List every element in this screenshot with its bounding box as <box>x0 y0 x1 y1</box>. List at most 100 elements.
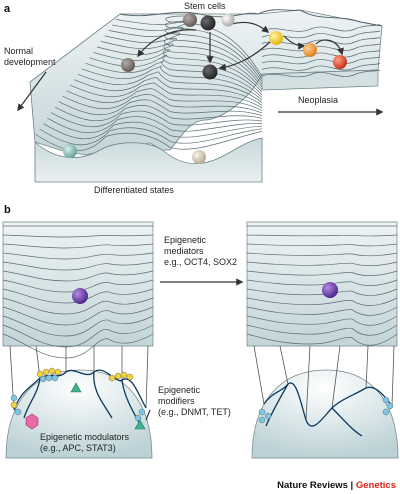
modulator-hexagon <box>25 413 39 430</box>
differentiation-arrows <box>137 21 344 71</box>
journal-credit: Nature Reviews | Genetics <box>277 480 396 491</box>
mediators-label-1: Epigenetic <box>164 235 207 245</box>
landscape-left-surface <box>2 221 154 347</box>
contour-line <box>2 252 154 260</box>
mediators-label-3: e.g., OCT4, SOX2 <box>164 257 237 267</box>
neoplasia-label: Neoplasia <box>298 95 338 105</box>
mark-blue <box>264 412 272 420</box>
modifier-pointer <box>145 409 151 421</box>
mark-yellow <box>54 368 62 376</box>
contour-line <box>261 43 381 52</box>
normal-development-label-2: development <box>4 57 56 67</box>
guy-wire <box>253 345 265 405</box>
contour-line <box>2 279 154 293</box>
contour-line <box>2 333 154 359</box>
mark-blue <box>14 408 22 416</box>
contour-line <box>2 270 154 282</box>
mediators-label-2: mediators <box>164 246 204 256</box>
contour-line <box>246 306 398 316</box>
credit-separator: | <box>348 480 356 491</box>
guy-wire <box>331 345 341 409</box>
contour-line <box>261 69 381 78</box>
mark-blue <box>134 414 142 422</box>
contour-line <box>47 116 263 134</box>
contour-line <box>70 82 263 109</box>
mark-blue <box>45 374 53 382</box>
contour-line <box>2 306 154 326</box>
arrow-to-yellow-cell <box>231 21 270 33</box>
modifier-triangle-1 <box>70 382 82 393</box>
chromatin-thread-left <box>13 369 147 425</box>
mark-blue <box>258 416 266 424</box>
contour-line <box>2 297 154 315</box>
mark-yellow <box>10 401 18 409</box>
neoplastic-cell-orange <box>303 43 317 57</box>
mark-blue <box>138 408 146 416</box>
contour-line <box>246 279 398 286</box>
cell-balls <box>63 13 347 164</box>
landscape-left-contours <box>2 225 154 359</box>
panel-a-label: a <box>4 3 11 15</box>
dome-left-shape <box>5 369 153 459</box>
contour-line <box>246 243 398 247</box>
contour-line <box>261 30 381 39</box>
stem-cells-label: Stem cells <box>184 1 226 11</box>
mark-yellow <box>114 372 122 380</box>
guy-wire <box>305 345 311 421</box>
contour-line <box>2 315 154 337</box>
stem-cell-grey <box>183 13 197 27</box>
chromatin-dome-left <box>5 345 153 459</box>
guy-wire <box>391 345 395 407</box>
contour-line <box>100 37 263 88</box>
contour-line <box>112 21 263 80</box>
contour-line <box>2 324 154 348</box>
contour-line <box>62 93 263 114</box>
contour-line <box>246 297 398 306</box>
dome-right-shape <box>251 369 399 459</box>
contour-line <box>261 24 381 32</box>
chromatin-thread-right <box>263 382 393 437</box>
mark-blue <box>39 375 47 383</box>
landscape-front-face <box>34 137 263 183</box>
modifiers-label-2: modifiers <box>158 396 195 406</box>
mark-blue <box>51 374 59 382</box>
normal-development-arrow <box>17 71 47 112</box>
arrow-return-black <box>218 41 271 71</box>
landscape-right <box>246 221 398 347</box>
arrow-to-red-cell <box>315 39 344 56</box>
contour-line <box>58 99 263 117</box>
mark-blue <box>258 408 266 416</box>
contour-line <box>2 288 154 304</box>
landscape-left <box>2 221 154 359</box>
landscape-ridge <box>119 9 383 27</box>
contour-line <box>85 60 263 98</box>
mark-yellow <box>42 368 50 376</box>
committed-cell-dark <box>202 64 218 80</box>
landscape-right-surface <box>246 221 398 347</box>
contour-line <box>246 252 398 257</box>
modifiers-label-1: Epigenetic <box>158 385 201 395</box>
methyl-marks-left <box>10 367 146 422</box>
panel-b-label: b <box>4 204 11 216</box>
mark-yellow <box>36 370 44 378</box>
cell-ball-right <box>322 282 338 298</box>
contour-line <box>73 77 263 106</box>
mark-yellow <box>48 367 56 375</box>
contour-line <box>2 261 154 271</box>
contour-line <box>39 127 263 146</box>
mark-blue <box>382 408 390 416</box>
stem-cell-light <box>221 13 235 27</box>
credit-journal: Nature Reviews <box>277 480 348 491</box>
mark-blue <box>10 394 18 402</box>
panel-b: b Epigenetic mediators e.g., OCT4, SOX2 <box>2 204 399 459</box>
differentiated-cell-teal <box>63 144 77 158</box>
contour-line <box>246 234 398 237</box>
neoplasia-shelf-face <box>261 69 379 91</box>
contour-line <box>50 110 263 128</box>
contour-line <box>108 26 263 82</box>
contour-line <box>66 88 263 111</box>
arrow-to-grey-cell <box>137 29 197 58</box>
cell-ball-left <box>72 288 88 304</box>
guy-wires-right <box>253 345 395 421</box>
